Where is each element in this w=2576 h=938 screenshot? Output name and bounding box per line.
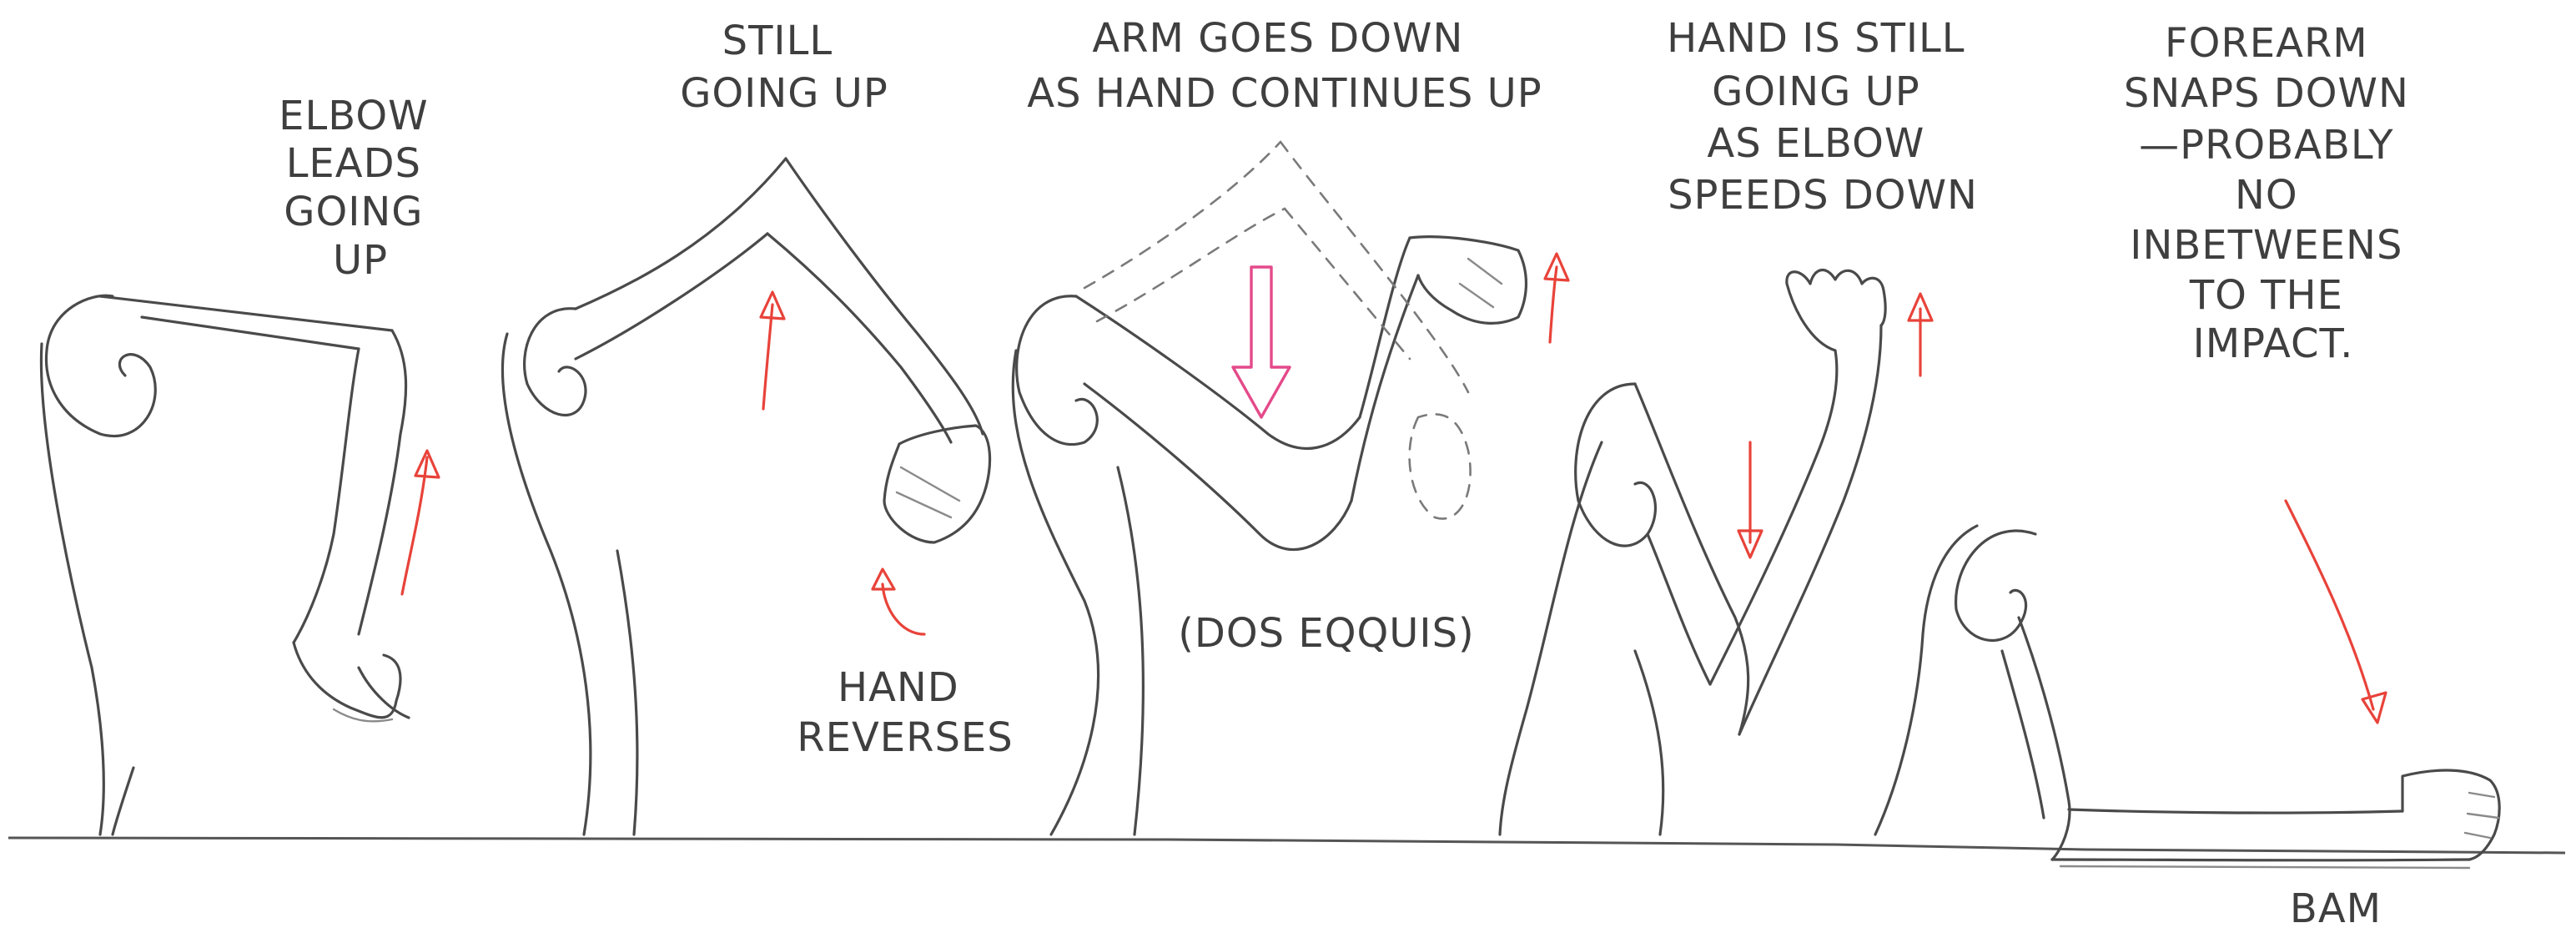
ground-line (8, 838, 2565, 853)
figure-4-elbow-speeds-down (1500, 270, 1885, 835)
motion-arrow-1 (402, 451, 439, 594)
motion-arrow-3-down (1233, 267, 1290, 417)
motion-arrow-hand-reverses (873, 569, 924, 634)
annotation-arm-goes-down: ARM GOES DOWN AS HAND CONTINUES UP (1027, 15, 1542, 117)
annotation-dos-equis: (DOS EQQUIS) (1178, 610, 1475, 657)
motion-arrow-5-snap (2286, 501, 2386, 723)
motion-arrow-2 (761, 292, 784, 409)
ghost-previous-pose (1084, 142, 1471, 519)
figure-1-elbow-leads (41, 295, 409, 835)
motion-arrow-3-up (1545, 254, 1568, 342)
figure-3-arm-goes-down (1013, 237, 1526, 835)
figure-5-impact (1875, 526, 2499, 868)
annotation-elbow-leads: ELBOW LEADS GOING UP (279, 93, 442, 284)
annotation-hand-reverses: HAND REVERSES (797, 664, 1013, 761)
annotation-hand-still-going-up: HAND IS STILL GOING UP AS ELBOW SPEEDS D… (1667, 15, 1979, 219)
motion-arrow-4-down (1738, 442, 1762, 557)
annotation-still-going-up: STILL GOING UP (680, 18, 888, 117)
annotation-forearm-snaps-down: FOREARM SNAPS DOWN —PROBABLY NO INBETWEE… (2124, 20, 2423, 367)
motion-arrow-4-up (1909, 294, 1932, 376)
annotation-bam: BAM (2290, 885, 2382, 932)
